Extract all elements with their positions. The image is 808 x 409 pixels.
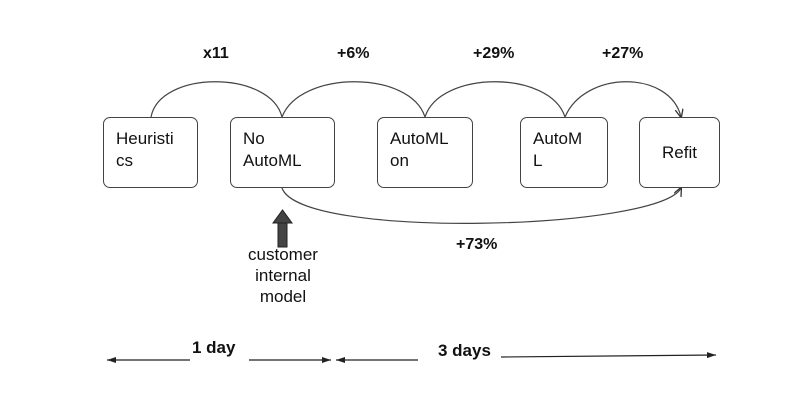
timeline-label-1day: 1 day [192,338,236,357]
box-refit: Refit [639,117,720,188]
arc-heuristics-to-no-automl [150,81,283,118]
gain-label-29pct: +29% [473,45,515,62]
total-gain-label: +73% [456,236,498,253]
arc-no-automl-to-refit [281,188,681,224]
box-no-automl: No AutoML [230,117,335,188]
arc-automl-on-to-automl [424,81,566,118]
arc-automl-to-refit [564,81,681,117]
customer-model-note: customer internal model [248,245,318,306]
gain-label-x11: x11 [203,45,229,62]
up-arrow-icon [272,209,293,248]
gain-label-6pct: +6% [337,45,370,62]
box-heuristics: Heuristi cs [103,117,198,188]
timeline-3days-right-arrow [500,352,717,359]
box-automl: AutoM L [520,117,608,188]
arc-no-automl-to-automl-on [281,81,426,118]
timeline-label-3days: 3 days [438,341,491,360]
gain-label-27pct: +27% [602,45,644,62]
box-automl-on: AutoML on [377,117,473,188]
